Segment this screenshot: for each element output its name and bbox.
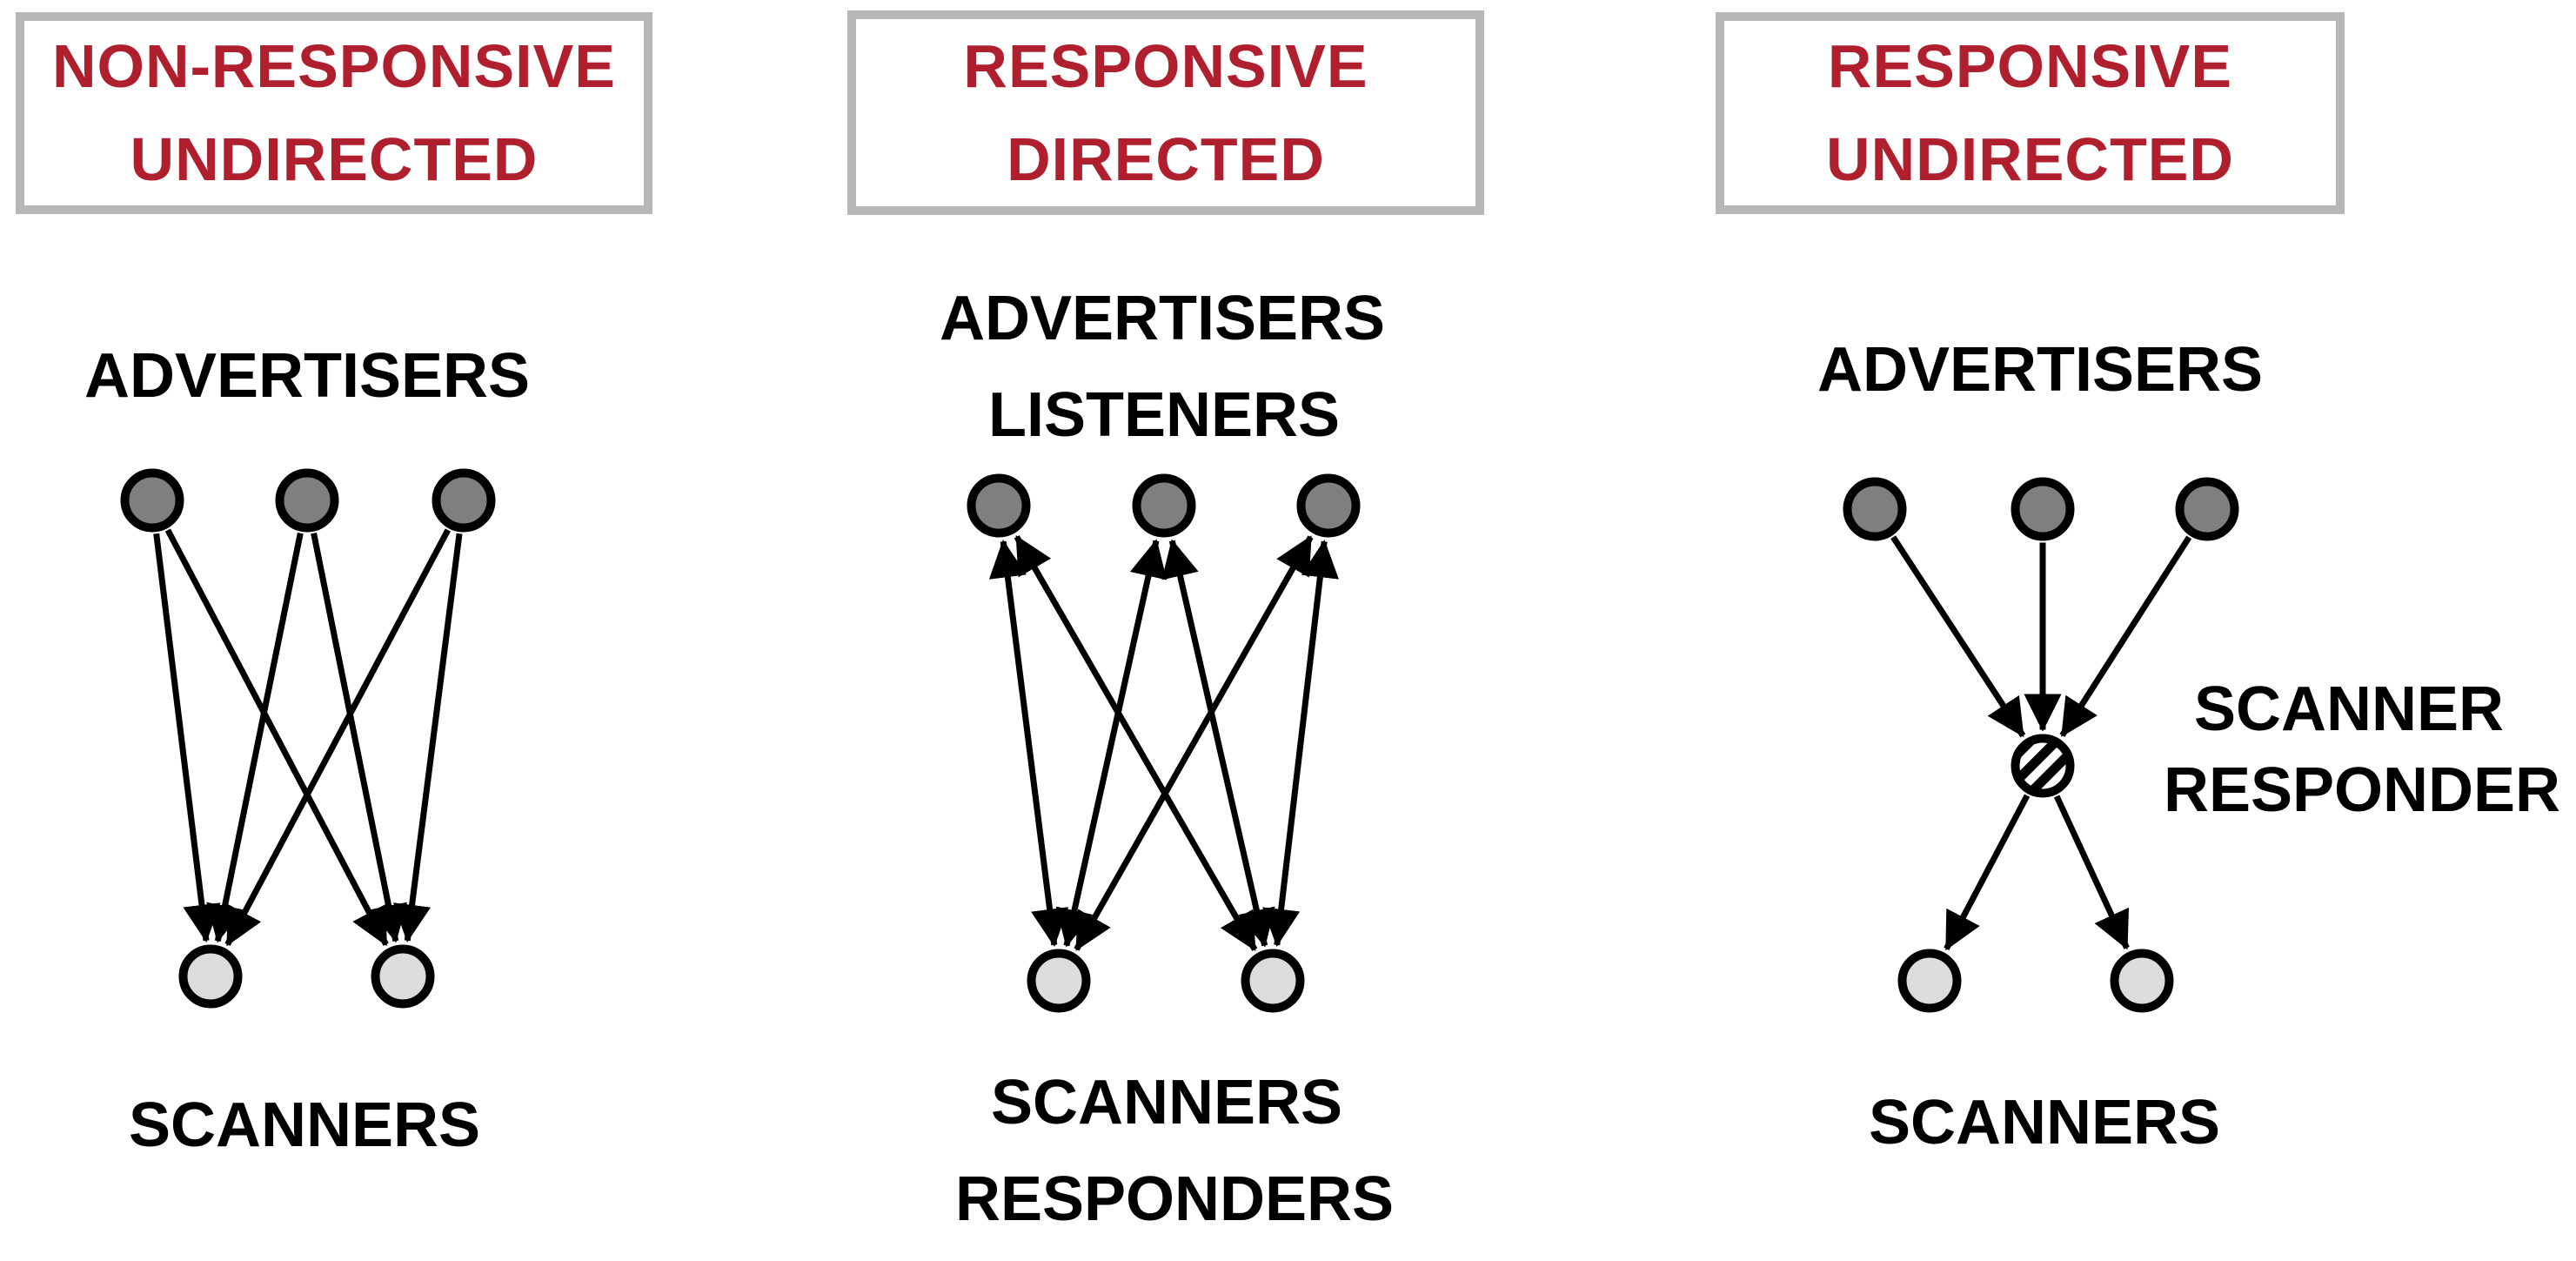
edge-arrow-A1-S1 [153, 533, 221, 942]
panel3-responder-label: RESPONDER [2163, 755, 2561, 825]
panel1-graph [120, 468, 496, 1009]
panel3-header-line1: RESPONSIVE [1827, 32, 2233, 100]
advertiser-node [1843, 477, 1907, 541]
panel3-scanners-label: SCANNERS [1868, 1088, 2221, 1157]
edge-arrow-R-S2 [2053, 795, 2130, 950]
edge-arrow-A1-R [1890, 535, 2026, 738]
scanner-node [2110, 949, 2174, 1013]
panel3-scanner-label: SCANNER [2193, 674, 2505, 744]
edge-arrow-A2-S2 [311, 533, 407, 943]
edge-arrow-R-S1 [1944, 794, 2031, 951]
scanner-node [371, 944, 435, 1009]
panel2-header-box: RESPONSIVE DIRECTED [847, 10, 1484, 215]
scanner-responder-node [2011, 734, 2075, 798]
scanner-node [178, 944, 243, 1009]
advertiser-listener-node [1132, 473, 1196, 538]
scanner-responder-node [1241, 949, 1305, 1013]
advertiser-node [120, 468, 184, 533]
advertiser-node [432, 468, 496, 533]
panel3-header-line2: UNDIRECTED [1826, 125, 2234, 193]
panel2-listeners-label: LISTENERS [987, 380, 1341, 450]
panel2-header-line1: RESPONSIVE [963, 31, 1368, 100]
edge-arrow-A3-S2 [1262, 540, 1339, 947]
edge-arrow-A3-S2 [393, 533, 463, 942]
scanner-responder-node [1027, 949, 1091, 1013]
panel2-header-line2: DIRECTED [1007, 124, 1325, 193]
panel1-header-line1: NON-RESPONSIVE [52, 32, 616, 100]
panel1-header-line2: UNDIRECTED [130, 125, 539, 193]
scanner-node [1897, 949, 1962, 1013]
panel2-responders-label: RESPONDERS [954, 1164, 1395, 1234]
advertiser-node [2175, 477, 2239, 541]
panel1-advertisers-label: ADVERTISERS [84, 341, 531, 411]
advertiser-node [2011, 477, 2075, 541]
edge-arrow-A3-R [2059, 535, 2192, 737]
edge-arrow-A3-S1 [224, 528, 451, 947]
panel2-advertisers-label: ADVERTISERS [939, 284, 1386, 353]
panel1-header-box: NON-RESPONSIVE UNDIRECTED [16, 12, 652, 214]
advertiser-listener-node [967, 473, 1031, 538]
advertiser-listener-node [1296, 473, 1361, 538]
panel2-scanners-label: SCANNERS [990, 1068, 1343, 1137]
advertiser-node [275, 468, 339, 533]
panel3-header-box: RESPONSIVE UNDIRECTED [1716, 12, 2345, 214]
panel1-scanners-label: SCANNERS [128, 1090, 481, 1160]
panel3-graph [1843, 477, 2239, 1013]
panel2-graph [967, 473, 1361, 1013]
edge-arrow-A1-S1 [988, 540, 1069, 947]
panel3-advertisers-label: ADVERTISERS [1817, 335, 2264, 405]
edge-arrow-A2-S1 [206, 533, 304, 943]
edge-arrow-A1-S2 [164, 528, 389, 947]
